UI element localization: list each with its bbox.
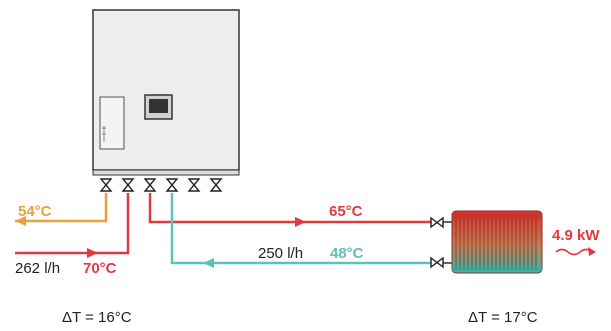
arrow-right-icon <box>87 248 98 258</box>
arrow-left-icon <box>15 216 26 226</box>
valve-icon <box>187 178 201 192</box>
heat-output-label: 4.9 kW <box>552 227 600 244</box>
valve-icon <box>430 256 444 269</box>
flow-rate-in-label: 262 l/h <box>15 260 60 277</box>
arrow-right-icon <box>588 247 596 256</box>
delta-t-right-label: ΔT = 17°C <box>468 309 538 326</box>
pipe-orange <box>15 193 108 226</box>
heat-wave-icon <box>555 248 593 256</box>
delta-t-left-label: ΔT = 16°C <box>62 309 132 326</box>
pipe-red-in <box>15 193 130 258</box>
arrow-left-icon <box>203 258 214 268</box>
pipe-teal-return <box>170 193 431 268</box>
display-screen <box>149 99 168 113</box>
valve-icon <box>165 178 179 192</box>
pipe-red-supply <box>148 193 431 227</box>
outlet-temp-label: 54°C <box>18 203 52 220</box>
radiator-return-temp-label: 48°C <box>330 245 364 262</box>
valve-icon <box>430 216 444 229</box>
valve-icon <box>121 178 135 192</box>
flow-rate-return-label: 250 l/h <box>258 245 303 262</box>
unit-valves <box>99 178 223 192</box>
arrow-right-icon <box>295 217 306 227</box>
inlet-temp-label: 70°C <box>83 260 117 277</box>
radiator-supply-temp-label: 65°C <box>329 203 363 220</box>
radiator <box>451 210 543 274</box>
valve-icon <box>143 178 157 192</box>
heat-unit <box>92 9 240 176</box>
valve-icon <box>99 178 113 192</box>
valve-icon <box>209 178 223 192</box>
unit-base <box>92 169 240 176</box>
radiator-valves <box>430 216 452 269</box>
